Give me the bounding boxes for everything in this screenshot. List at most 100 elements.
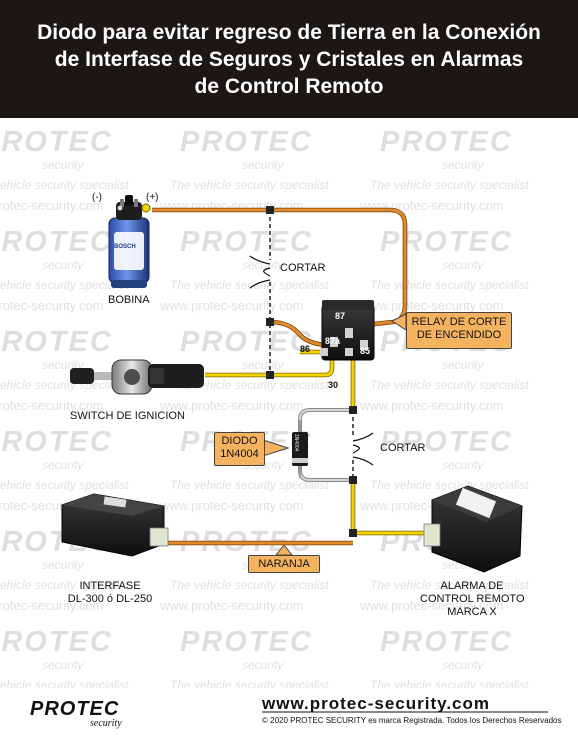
interface-label-line-1: INTERFASE (79, 580, 141, 592)
watermark-logo-sub: security (42, 158, 84, 172)
footer-logo-sub: security (90, 718, 122, 729)
watermark-logo: PROTEC (180, 226, 313, 258)
watermark-logo-sub: security (442, 458, 484, 472)
watermark-logo-sub: security (42, 558, 84, 572)
coil-brand-text: BOSCH (114, 244, 136, 250)
watermark-tagline: The vehicle security specialist (0, 578, 129, 592)
ignition-coil (108, 195, 151, 288)
watermark-tagline: The vehicle security specialist (0, 678, 129, 688)
watermark-logo-sub: security (42, 458, 84, 472)
watermark-logo: PROTEC (0, 426, 113, 458)
coil-label: BOBINA (108, 294, 150, 306)
watermark-url: www.protec-security.com (360, 398, 504, 413)
watermark-logo: PROTEC (0, 126, 113, 158)
watermark-tagline: The vehicle security specialist (370, 178, 529, 192)
alarm-output-wire (351, 480, 430, 535)
watermark-tagline: The vehicle security specialist (370, 578, 529, 592)
watermark-logo: PROTEC (380, 426, 513, 458)
ignition-wire (205, 358, 334, 377)
relay-pin-85: 85 (360, 346, 371, 356)
watermark-logo: PROTEC (380, 226, 513, 258)
footer-logo: PROTEC (30, 698, 120, 720)
watermark-logo: PROTEC (180, 126, 313, 158)
watermark-tagline: The vehicle security specialist (0, 478, 129, 492)
watermark-logo: PROTEC (380, 126, 513, 158)
title-line-3: de Control Remoto (194, 75, 384, 98)
footer-copyright: © 2020 PROTEC SECURITY es marca Registra… (262, 716, 562, 725)
watermark-url: www.protec-security.com (360, 298, 504, 313)
watermark-logo-sub: security (42, 658, 84, 672)
relay-callout: RELAY DE CORTE DE ENCENDIDO (406, 312, 512, 349)
diode (292, 420, 308, 478)
watermark-logo-sub: security (442, 158, 484, 172)
relay-pin-87: 87 (335, 311, 346, 321)
watermark-url: www.protec-security.com (160, 598, 304, 613)
watermark-logo-sub: security (442, 258, 484, 272)
coil-positive-label: (+) (146, 192, 159, 203)
watermark-tagline: The vehicle security specialist (370, 378, 529, 392)
diode-callout-line-2: 1N4004 (220, 448, 259, 460)
relay-87a-wire (269, 320, 331, 347)
watermark-tagline: The vehicle security specialist (170, 378, 329, 392)
cut-mark-top (249, 255, 271, 289)
watermark-url: www.protec-security.com (160, 298, 304, 313)
ignition-switch (70, 359, 204, 395)
watermark-tagline: The vehicle security specialist (170, 678, 329, 688)
watermark-logo: PROTEC (0, 226, 113, 258)
watermark-logo: PROTEC (0, 326, 113, 358)
naranja-callout: NARANJA (248, 555, 320, 573)
watermark-url: www.protec-security.com (0, 298, 104, 313)
watermark-logo-sub: security (242, 158, 284, 172)
relay-pin-87a: 87a (325, 336, 341, 346)
watermark-tagline: The vehicle security specialist (0, 378, 129, 392)
watermark-url: www.protec-security.com (160, 398, 304, 413)
relay-pin-86: 86 (300, 344, 311, 354)
watermark-url: www.protec-security.com (160, 498, 304, 513)
watermark-logo-sub: security (442, 658, 484, 672)
alarm-module (423, 485, 523, 573)
watermark-tagline: The vehicle security specialist (170, 178, 329, 192)
footer-url[interactable]: www.protec-security.com (262, 694, 490, 713)
watermark-tagline: The vehicle security specialist (170, 278, 329, 292)
watermark-logo-sub: security (242, 358, 284, 372)
watermark-tagline: The vehicle security specialist (370, 678, 529, 688)
relay-pin-30: 30 (328, 380, 339, 390)
watermark-logo-sub: security (42, 258, 84, 272)
watermark-logo: PROTEC (180, 626, 313, 658)
watermark-url: www.protec-security.com (0, 598, 104, 613)
watermark-tagline: The vehicle security specialist (370, 478, 529, 492)
watermark-url: www.protec-security.com (0, 198, 104, 213)
cut-mark-bottom (352, 432, 374, 466)
coil-negative-label: (-) (92, 192, 102, 203)
relay-callout-line-2: DE ENCENDIDO (416, 329, 502, 341)
watermark-logo-sub: security (242, 258, 284, 272)
diode-marking: 1N4004 (293, 434, 299, 452)
alarm-label-line-1: ALARMA DE (440, 580, 504, 592)
switch-label: SWITCH DE IGNICION (70, 410, 185, 422)
diode-callout-line-1: DIODO (221, 435, 258, 447)
cut-label-top: CORTAR (280, 262, 326, 274)
alarm-label: ALARMA DE CONTROL REMOTO MARCA X (420, 580, 525, 619)
interface-module (61, 493, 169, 557)
cut-label-bottom: CORTAR (380, 442, 426, 454)
watermark-url: www.protec-security.com (360, 598, 504, 613)
interface-label: INTERFASE DL-300 ó DL-250 (60, 580, 160, 606)
alarm-label-line-2: CONTROL REMOTO (420, 593, 525, 605)
watermark-tagline: The vehicle security specialist (0, 278, 129, 292)
title-line-1: Diodo para evitar regreso de Tierra en l… (37, 21, 541, 44)
watermark-tagline: The vehicle security specialist (170, 478, 329, 492)
relay (320, 300, 375, 361)
title-banner: Diodo para evitar regreso de Tierra en l… (0, 0, 578, 118)
interface-label-line-2: DL-300 ó DL-250 (67, 593, 153, 605)
watermark-logo: PROTEC (380, 626, 513, 658)
watermark-tagline: The vehicle security specialist (370, 278, 529, 292)
watermark-logo: PROTEC (180, 326, 313, 358)
junction-points (266, 206, 357, 537)
title-line-2: de Interfase de Seguros y Cristales en A… (54, 48, 524, 71)
watermark-logo-sub: security (242, 658, 284, 672)
diode-callout: DIODO 1N4004 (214, 432, 265, 466)
watermark-logo-sub: security (442, 358, 484, 372)
watermark-tagline: The vehicle security specialist (170, 578, 329, 592)
watermark-logo: PROTEC (0, 626, 113, 658)
